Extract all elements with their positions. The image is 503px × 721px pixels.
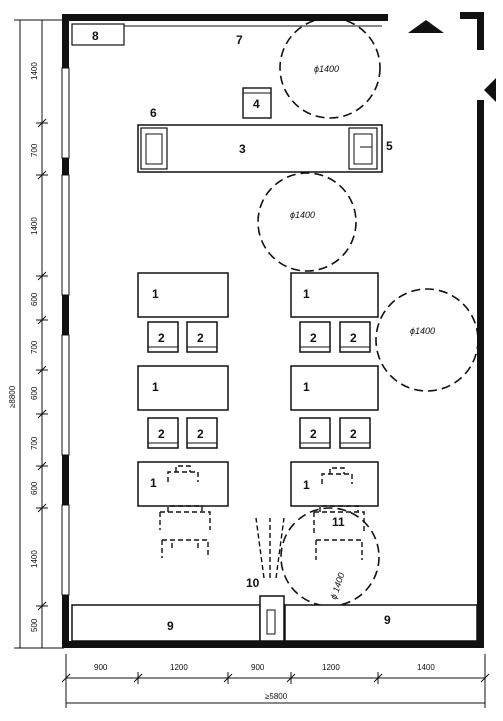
left-windows — [61, 67, 70, 596]
lamp-label: 10 — [246, 576, 260, 590]
sink-label: 5 — [386, 139, 393, 153]
turning-circle-3-label: ϕ1400 — [410, 326, 435, 336]
vertical-dimension-6: 600 — [30, 386, 39, 400]
student-desk-right-1 — [290, 272, 379, 318]
entrance-arrow-icon-side — [484, 78, 496, 102]
vertical-dimension-5: 700 — [30, 340, 39, 354]
horizontal-dimension-2: 1200 — [170, 663, 188, 672]
lamp-light-cone — [255, 517, 285, 579]
shelf-left-label: 9 — [167, 619, 174, 633]
horizontal-total: ≥5800 — [265, 692, 288, 701]
chair-label: 2 — [158, 427, 165, 441]
chair-label: 2 — [158, 331, 165, 345]
turning-circle-1 — [279, 17, 381, 119]
bottom-wall — [62, 641, 484, 648]
board-box-label: 8 — [92, 29, 99, 43]
blackboard-label: 7 — [236, 33, 243, 47]
teacher-desk-label: 3 — [239, 142, 246, 156]
vertical-dimension-2: 700 — [30, 143, 39, 157]
chair-label: 2 — [350, 427, 357, 441]
student-desk-right-1-label: 1 — [303, 287, 310, 301]
horizontal-dimension-4: 1200 — [322, 663, 340, 672]
student-desk-left-1-label: 1 — [152, 287, 159, 301]
student-desk-left-3-label: 1 — [150, 476, 157, 490]
student-desk-right-3-label: 1 — [303, 478, 310, 492]
student-desk-left-2-label: 1 — [152, 380, 159, 394]
turning-circle-2 — [257, 172, 357, 272]
chair-label: 2 — [197, 331, 204, 345]
board-box — [71, 23, 125, 46]
left-wall — [62, 14, 69, 648]
shelf-left — [71, 604, 261, 642]
vertical-dimension-10: 500 — [30, 618, 39, 632]
vertical-dimension-8: 600 — [30, 481, 39, 495]
wheelchair-outline-left — [159, 505, 211, 558]
student-desk-left-2 — [137, 365, 229, 411]
turning-circle-2-label: ϕ1400 — [290, 210, 315, 220]
horizontal-dimension-5: 1400 — [417, 663, 435, 672]
horizontal-dimension-3: 900 — [251, 663, 265, 672]
entrance-arrow-icon — [408, 20, 444, 33]
turning-circle-3 — [375, 288, 479, 392]
student-desk-left-1 — [137, 272, 229, 318]
wheelchair-outline-desk-right — [321, 467, 353, 484]
turning-circle-4-label: ϕ 1400 — [328, 571, 346, 600]
vertical-dimension-9: 1400 — [30, 550, 39, 568]
vertical-dimension-7: 700 — [30, 436, 39, 450]
right-wall-stub — [477, 12, 484, 50]
pedestal-label: 4 — [253, 97, 260, 111]
horizontal-dimension-1: 900 — [94, 663, 108, 672]
chair-label: 2 — [350, 331, 357, 345]
wheelchair-outline-right — [313, 505, 365, 560]
top-wall — [62, 14, 388, 21]
wheelchair-label: 11 — [332, 515, 345, 529]
right-wall — [477, 100, 484, 648]
chair-label: 2 — [310, 427, 317, 441]
vertical-dimension-1: 1400 — [30, 62, 39, 80]
student-desk-right-2-label: 1 — [303, 380, 310, 394]
walls — [62, 12, 484, 648]
vertical-dimension-4: 600 — [30, 292, 39, 306]
vertical-total: ≥8800 — [8, 385, 17, 408]
student-desk-left-3 — [137, 461, 229, 507]
wheelchair-outline-desk — [167, 465, 199, 482]
student-desk-right-2 — [290, 365, 379, 411]
student-desk-right-3 — [290, 461, 379, 507]
teacher-desk — [137, 124, 383, 173]
cabinet-label: 6 — [150, 106, 157, 120]
shelf-right-label: 9 — [384, 613, 391, 627]
shelf-right — [284, 604, 478, 642]
vertical-dimension-3: 1400 — [30, 217, 39, 235]
turning-circle-1-label: ϕ1400 — [314, 64, 339, 74]
top-wall-stub — [460, 12, 482, 19]
chair-label: 2 — [197, 427, 204, 441]
chair-label: 2 — [310, 331, 317, 345]
